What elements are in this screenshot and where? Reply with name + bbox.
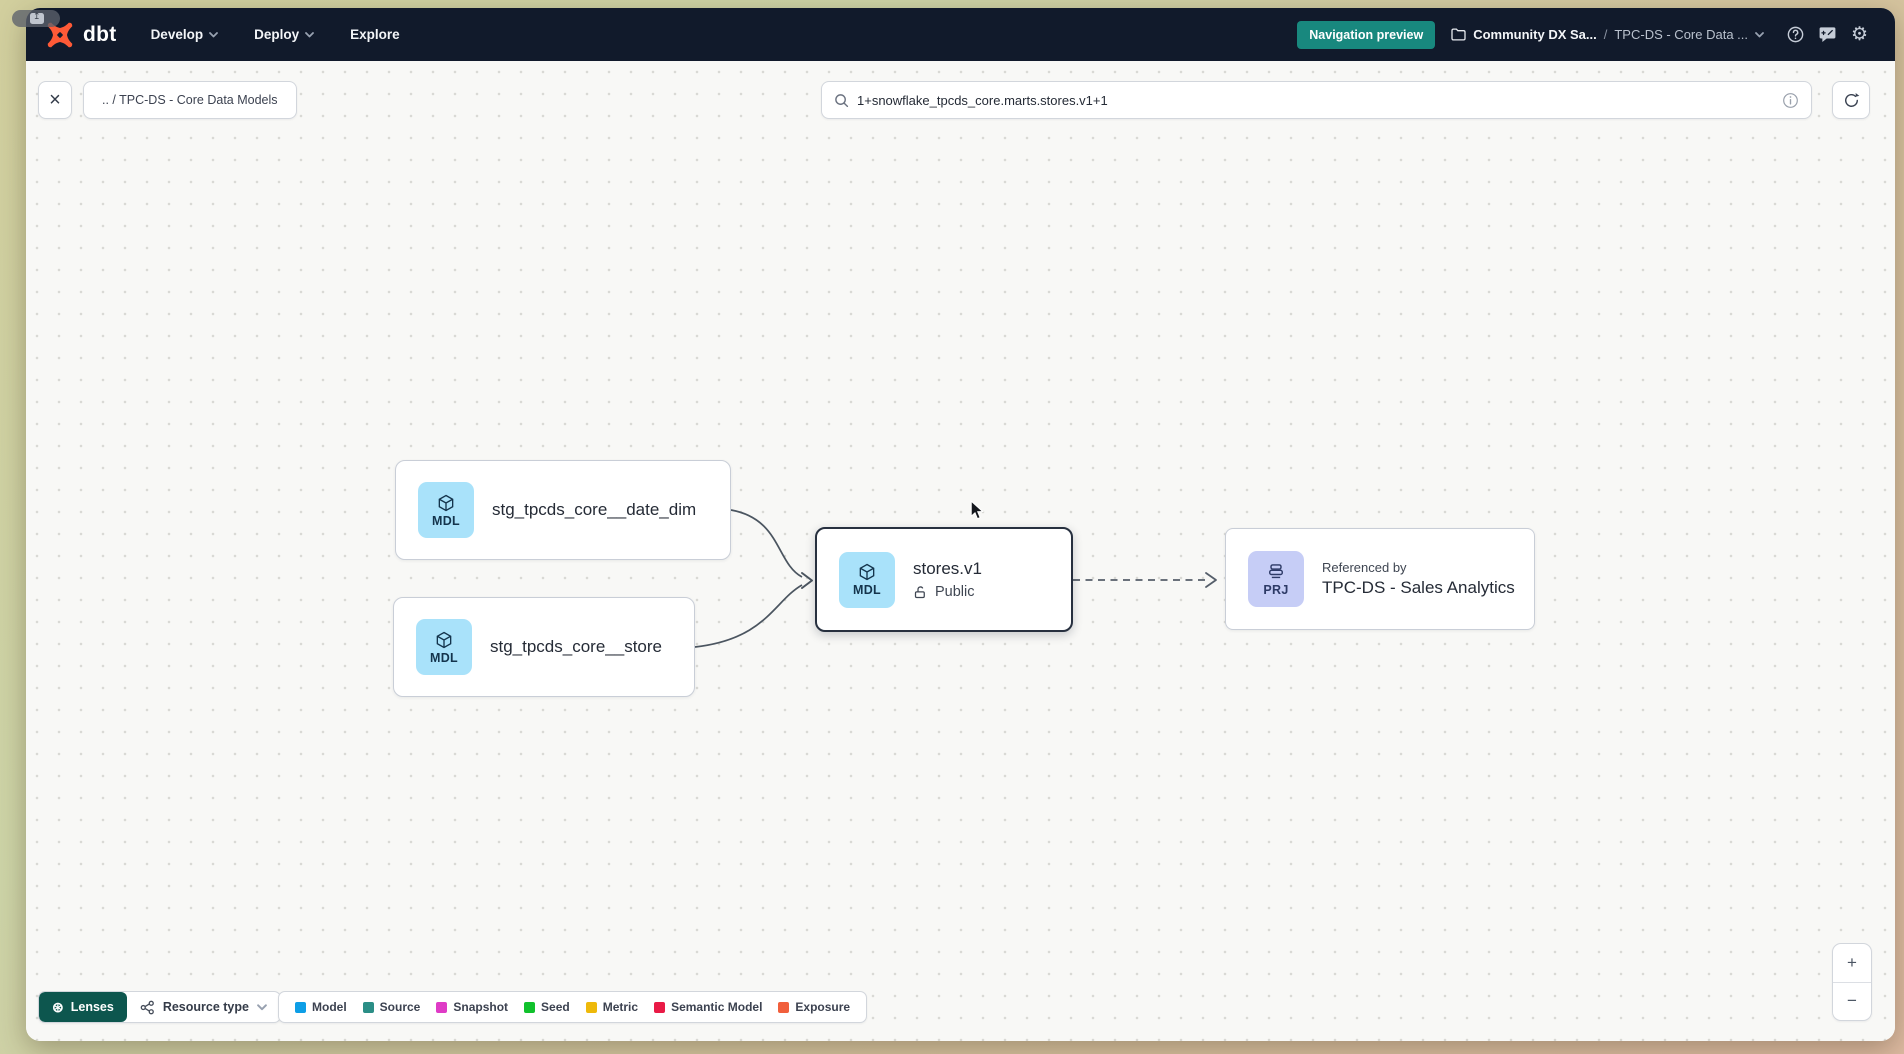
semantic-model-swatch [654,1001,666,1013]
node-subtitle: Referenced by [1322,560,1407,575]
info-icon[interactable] [1782,92,1799,109]
badge-label: MDL [432,513,460,528]
chevron-down-icon [257,1003,267,1010]
badge-label: MDL [853,583,881,597]
search-icon [835,93,849,107]
navigation-preview-badge[interactable]: Navigation preview [1297,20,1436,49]
settings-gear-icon[interactable]: ⚙ [1850,24,1869,45]
lineage-breadcrumb[interactable]: .. / TPC-DS - Core Data Models [83,81,297,119]
menu-develop-label: Develop [150,27,204,42]
legend-item-metric: Metric [585,1000,638,1014]
breadcrumb-separator: / [1603,27,1608,42]
folder-icon [1451,28,1466,41]
snapshot-swatch [436,1001,448,1013]
navbar-right: Navigation preview Community DX Sa... / … [1297,20,1869,49]
model-resource-badge: MDL [418,482,474,538]
model-resource-badge: MDL [839,551,895,608]
resource-type-icon [140,1000,154,1014]
badge-label: MDL [430,650,458,665]
close-lineage-button[interactable]: × [38,81,72,119]
node-title: stg_tpcds_core__store [490,637,662,656]
chevron-down-icon [1755,31,1764,37]
resource-type-label: Resource type [162,1000,249,1014]
refresh-lineage-button[interactable] [1832,81,1870,119]
screen-capture-indicator [12,10,60,27]
zoom-in-button[interactable]: + [1833,944,1871,983]
zoom-out-button[interactable]: − [1847,991,1857,1011]
refresh-icon [1844,92,1859,107]
model-resource-badge: MDL [416,619,472,675]
legend-item-semantic-model: Semantic Model [654,1000,762,1014]
project-name: TPC-DS - Core Data ... [1614,27,1748,42]
node-title: TPC-DS - Sales Analytics [1322,578,1515,597]
project-stack-icon [1269,563,1283,578]
badge-label: PRJ [1263,582,1289,597]
node-stg-tpcds-core-date-dim[interactable]: MDL stg_tpcds_core__date_dim [395,460,731,560]
node-stores-v1[interactable]: MDL stores.v1 Public [815,527,1073,632]
lineage-canvas[interactable]: × .. / TPC-DS - Core Data Models [26,61,1895,1041]
cube-icon [436,631,452,648]
cube-icon [859,563,875,581]
legend-item-seed: Seed [524,1000,570,1014]
help-icon[interactable] [1786,25,1805,44]
lenses-label: Lenses [70,1000,114,1014]
dbt-logo[interactable]: dbt [46,21,117,49]
node-referenced-by-project[interactable]: PRJ Referenced by TPC-DS - Sales Analyti… [1225,528,1535,630]
feedback-icon[interactable] [1818,25,1837,44]
metric-swatch [585,1001,597,1013]
main-menu: Develop Deploy Explore [151,27,400,42]
logo-text: dbt [83,22,117,46]
menu-explore-label: Explore [350,27,400,42]
access-label: Public [935,584,975,600]
dbt-logo-icon [47,22,73,47]
mouse-cursor [970,500,985,520]
top-navbar: dbt Develop Deploy Explore Navigation pr… [26,8,1895,61]
canvas-controls-group: ⊛ Lenses Resource type [38,991,281,1023]
node-title: stores.v1 [913,559,982,578]
menu-deploy[interactable]: Deploy [254,27,315,42]
legend-item-exposure: Exposure [778,1000,850,1014]
legend-item-snapshot: Snapshot [436,1000,508,1014]
seed-swatch [524,1001,536,1013]
resource-type-dropdown[interactable]: Resource type [127,992,280,1022]
app-window: dbt Develop Deploy Explore Navigation pr… [26,8,1895,1041]
legend-item-source: Source [362,1000,420,1014]
menu-develop[interactable]: Develop [151,27,219,42]
lenses-button[interactable]: ⊛ Lenses [39,992,127,1022]
legend-item-model: Model [295,1000,347,1014]
lineage-selector-bar [821,81,1812,119]
resource-legend: Model Source Snapshot Seed Metric Semant… [278,991,868,1023]
selector-input[interactable] [857,92,1774,108]
chevron-down-icon [305,31,315,37]
zoom-controls: + − [1832,943,1872,1021]
navbar-icon-group: ⚙ [1786,25,1869,44]
source-swatch [362,1001,374,1013]
model-swatch [295,1001,306,1013]
node-stg-tpcds-core-store[interactable]: MDL stg_tpcds_core__store [393,597,695,697]
account-name: Community DX Sa... [1473,27,1597,42]
menu-explore[interactable]: Explore [350,27,400,42]
lens-aperture-icon: ⊛ [52,998,64,1015]
menu-deploy-label: Deploy [254,27,300,42]
account-breadcrumb[interactable]: Community DX Sa... / TPC-DS - Core Data … [1451,27,1764,42]
cube-icon [438,494,454,511]
lock-open-icon [914,585,925,598]
access-row: Public [913,584,982,600]
node-title: stg_tpcds_core__date_dim [492,500,697,519]
exposure-swatch [778,1001,790,1013]
project-resource-badge: PRJ [1248,551,1304,607]
chevron-down-icon [209,31,218,37]
